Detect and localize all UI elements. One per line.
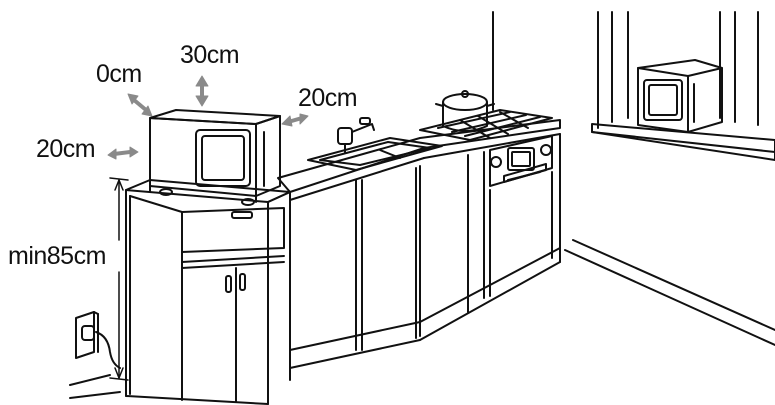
height-dimension bbox=[109, 177, 129, 381]
arrow-top bbox=[195, 75, 209, 107]
window bbox=[591, 11, 775, 161]
clearance-top-label: 30cm bbox=[180, 41, 240, 69]
microwave-on-sill bbox=[637, 59, 723, 133]
microwave-cabinet bbox=[125, 179, 291, 405]
clearance-arrows bbox=[107, 75, 309, 160]
faucet-icon bbox=[337, 117, 375, 153]
clearance-right-label: 20cm bbox=[298, 84, 358, 112]
sink bbox=[307, 137, 443, 171]
arrow-left bbox=[107, 146, 139, 160]
room-walls bbox=[69, 11, 775, 399]
microwave-oven bbox=[149, 109, 281, 206]
arrow-right bbox=[281, 113, 309, 127]
wall-socket-icon bbox=[75, 311, 121, 369]
cooking-pot-icon bbox=[435, 90, 495, 132]
min-height-label: min85cm bbox=[8, 242, 106, 270]
arrow-back bbox=[127, 93, 153, 117]
oven bbox=[489, 135, 553, 297]
clearance-left-label: 20cm bbox=[36, 135, 96, 163]
clearance-back-label: 0cm bbox=[96, 60, 142, 88]
